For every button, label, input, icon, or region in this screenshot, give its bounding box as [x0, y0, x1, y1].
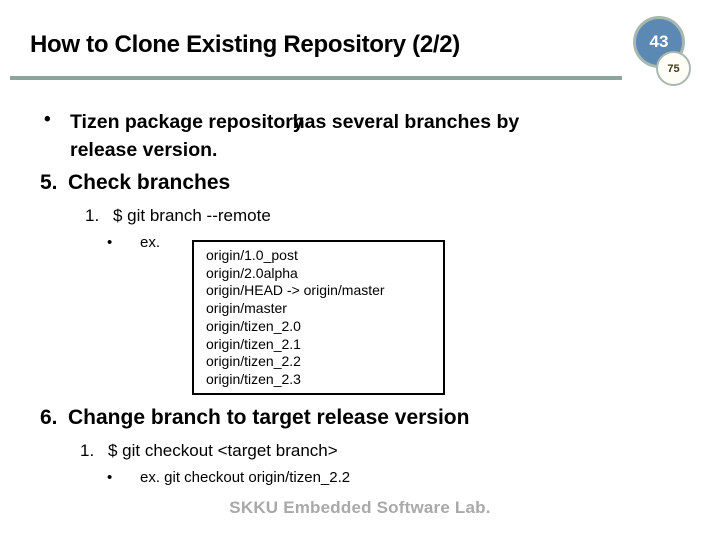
example-label: ex.: [140, 234, 161, 251]
title-divider-rule: [10, 76, 622, 80]
code-line: origin/tizen_2.0: [206, 317, 301, 334]
code-line: origin/tizen_2.1: [206, 335, 301, 352]
code-line: origin/master: [206, 300, 287, 317]
bullet-icon: •: [107, 469, 113, 486]
bullet-line-2: release version.: [70, 139, 218, 161]
bullet-icon: •: [44, 109, 51, 130]
code-line: origin/tizen_2.2: [206, 353, 301, 370]
bullet-icon: •: [107, 234, 113, 251]
step-command: $ git branch --remote: [113, 206, 271, 225]
code-line: origin/tizen_2.3: [206, 370, 301, 387]
page-number: 43: [649, 32, 669, 51]
step-number: 1.: [85, 206, 100, 225]
bullet-point-tizen-repository: Tizen package repositoryhas several bran…: [70, 108, 670, 164]
git-branch-output-box: origin/1.0_post origin/2.0alpha origin/H…: [192, 240, 445, 395]
total-pages-number: 75: [667, 62, 680, 75]
section-5-title: Check branches: [68, 171, 231, 194]
section-5-number: 5.: [40, 171, 58, 194]
section-6-step-1: 1. $ git checkout <target branch>: [80, 441, 338, 461]
step-command: $ git checkout <target branch>: [108, 441, 338, 460]
example-text: ex. git checkout origin/tizen_2.2: [140, 469, 351, 486]
total-pages-badge: 75: [656, 51, 691, 86]
section-5-example-label: • ex.: [107, 234, 160, 251]
section-6-title: Change branch to target release version: [68, 406, 470, 429]
bullet-line-1: Tizen package repositoryhas several bran…: [70, 108, 670, 136]
section-6-number: 6.: [40, 406, 58, 429]
bullet-text-part1: Tizen package repository: [70, 111, 304, 133]
section-6-example: • ex. git checkout origin/tizen_2.2: [107, 469, 350, 486]
section-6-heading: 6. Change branch to target release versio…: [40, 406, 469, 430]
slide-title: How to Clone Existing Repository (2/2): [30, 31, 460, 58]
bullet-text-part2-overlapping: has several branches by: [292, 111, 520, 133]
footer-lab-name: SKKU Embedded Software Lab.: [229, 498, 491, 517]
code-line: origin/1.0_post: [206, 247, 298, 263]
code-line: origin/HEAD -> origin/master: [206, 282, 385, 299]
step-number: 1.: [80, 441, 95, 460]
section-5-step-1: 1. $ git branch --remote: [85, 206, 271, 226]
section-5-heading: 5. Check branches: [40, 171, 230, 195]
code-line: origin/2.0alpha: [206, 264, 298, 281]
